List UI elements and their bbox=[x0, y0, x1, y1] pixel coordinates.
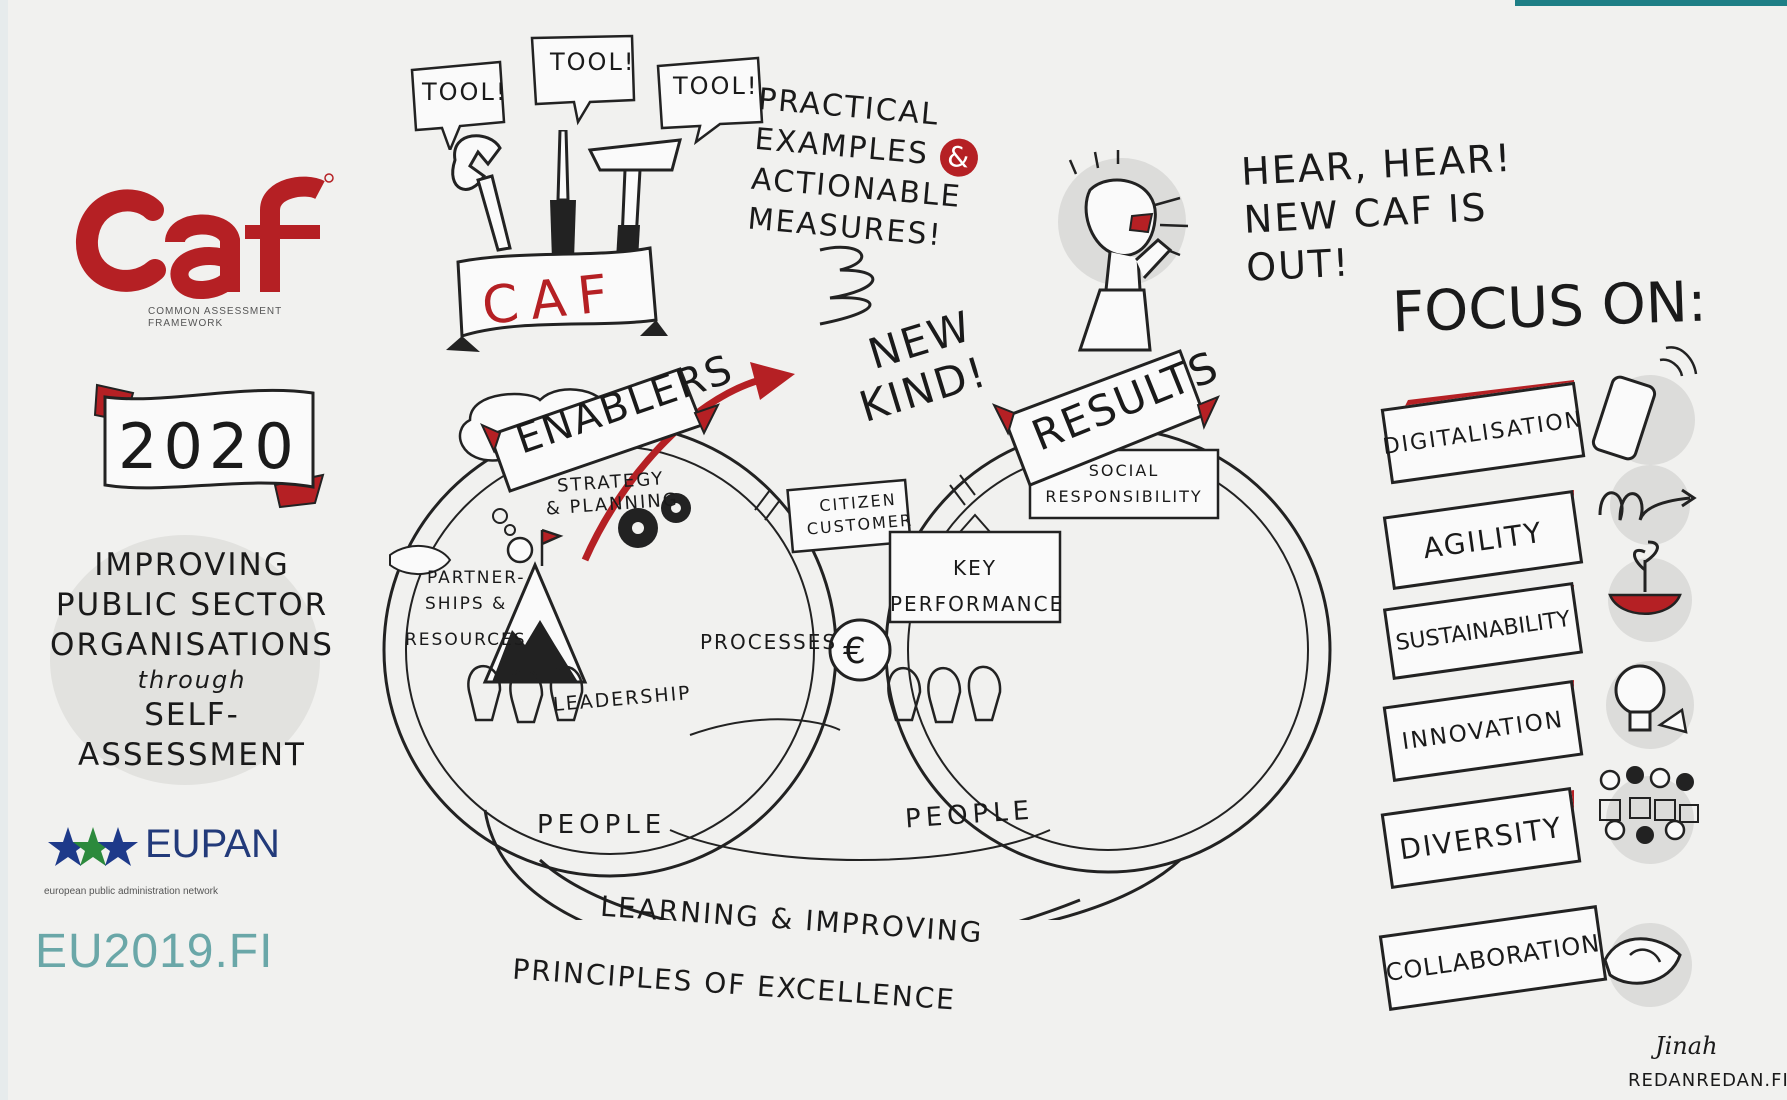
signature-site: REDANREDAN.FI bbox=[1628, 1070, 1787, 1091]
focus-item-label: INNOVATION bbox=[1400, 706, 1566, 756]
tool-bubble-2: TOOL! bbox=[550, 48, 636, 76]
learning-arc bbox=[483, 809, 1081, 920]
eupan-stars-icon bbox=[48, 827, 138, 866]
partnerships-line-3: RESOURCES bbox=[405, 630, 527, 650]
tool-bubble-1: TOOL! bbox=[422, 78, 508, 106]
eupan-tagline: european public administration network bbox=[44, 886, 218, 897]
enablers-people-icon bbox=[467, 664, 584, 724]
enablers-banner bbox=[480, 367, 720, 493]
euro-symbol: € bbox=[843, 631, 866, 672]
new-kind-arrow bbox=[581, 376, 761, 562]
focus-icons bbox=[1591, 346, 1699, 1007]
social-line-1: SOCIAL bbox=[1088, 461, 1160, 480]
squiggle-arrow-icon bbox=[1598, 465, 1697, 545]
principles-label: PRINCIPLES OF EXCELLENCE bbox=[511, 952, 958, 1017]
results-banner bbox=[991, 349, 1220, 487]
tool-bubble-3: TOOL! bbox=[673, 72, 759, 100]
subtitle: IMPROVING PUBLIC SECTOR ORGANISATIONS th… bbox=[42, 545, 342, 775]
key-label: KEY PERFORMANCE bbox=[890, 550, 1065, 622]
subtitle-line-4: through bbox=[137, 666, 247, 694]
key-line-2: PERFORMANCE bbox=[890, 592, 1065, 616]
tools-icon bbox=[451, 130, 683, 260]
focus-item-label: DIGITALISATION bbox=[1381, 406, 1585, 460]
subtitle-line-1: IMPROVING bbox=[94, 547, 290, 583]
focus-item-label: AGILITY bbox=[1420, 515, 1546, 565]
shouting-person-icon bbox=[1058, 150, 1189, 352]
eupan-name: EUPAN bbox=[145, 822, 280, 866]
caf-tagline-line1: COMMON ASSESSMENT bbox=[148, 306, 283, 317]
partnerships-line-2: SHIPS & bbox=[425, 594, 508, 614]
caf-box bbox=[446, 246, 668, 352]
caf-tagline: COMMON ASSESSMENT FRAMEWORK bbox=[148, 306, 282, 330]
partnerships-line-1: PARTNER- bbox=[427, 568, 526, 588]
caf-tagline-line2: FRAMEWORK bbox=[148, 318, 224, 329]
crowd-icon bbox=[1599, 766, 1699, 864]
bottom-arc bbox=[538, 858, 1182, 920]
year-label: 2020 bbox=[118, 410, 300, 483]
tool-bubbles bbox=[410, 34, 764, 150]
euro-coin bbox=[828, 618, 892, 682]
hear-text: HEAR, HEAR! NEW CAF IS OUT! bbox=[1240, 134, 1519, 292]
signature-name: Jinah bbox=[1655, 1032, 1718, 1060]
focus-item-label: COLLABORATION bbox=[1384, 929, 1602, 987]
subtitle-line-3: ORGANISATIONS bbox=[50, 627, 334, 663]
strategy-label: STRATEGY & PLANNING bbox=[544, 467, 680, 520]
subtitle-bg-circle bbox=[50, 535, 320, 785]
lightbulb-icon bbox=[1606, 661, 1694, 749]
focus-item-label: SUSTAINABILITY bbox=[1394, 606, 1572, 656]
social-label: SOCIAL RESPONSIBILITY bbox=[1030, 458, 1218, 510]
subtitle-line-5: SELF-ASSESSMENT bbox=[78, 697, 306, 773]
citizen-box bbox=[786, 478, 912, 554]
key-box bbox=[888, 530, 1062, 624]
focus-item-label: DIVERSITY bbox=[1397, 810, 1565, 866]
caf-logo-mark bbox=[76, 173, 334, 300]
practical-amp: & bbox=[938, 137, 980, 179]
social-line-2: RESPONSIBILITY bbox=[1045, 487, 1203, 506]
screen-edge-top-right bbox=[1515, 0, 1787, 6]
handshake-icon bbox=[1603, 923, 1692, 1007]
partnerships-label: PARTNER- SHIPS & RESOURCES bbox=[405, 565, 527, 653]
gears-icon bbox=[618, 493, 691, 548]
year-banner bbox=[93, 383, 325, 509]
processes-label: PROCESSES bbox=[700, 630, 838, 654]
tablet-icon bbox=[1591, 346, 1698, 465]
key-line-1: KEY bbox=[953, 556, 997, 580]
caf-logo bbox=[75, 170, 335, 310]
squiggle-icon bbox=[819, 245, 875, 326]
eu2019-label: EU2019.FI bbox=[35, 925, 274, 978]
enablers-people-label: PEOPLE bbox=[537, 810, 667, 840]
results-people-icon bbox=[887, 665, 1002, 724]
practical-text: PRACTICAL EXAMPLES & ACTIONABLE MEASURES… bbox=[746, 80, 983, 259]
subtitle-line-2: PUBLIC SECTOR bbox=[55, 587, 329, 623]
screen-edge-left bbox=[0, 0, 8, 1100]
sprout-icon bbox=[1608, 540, 1692, 642]
